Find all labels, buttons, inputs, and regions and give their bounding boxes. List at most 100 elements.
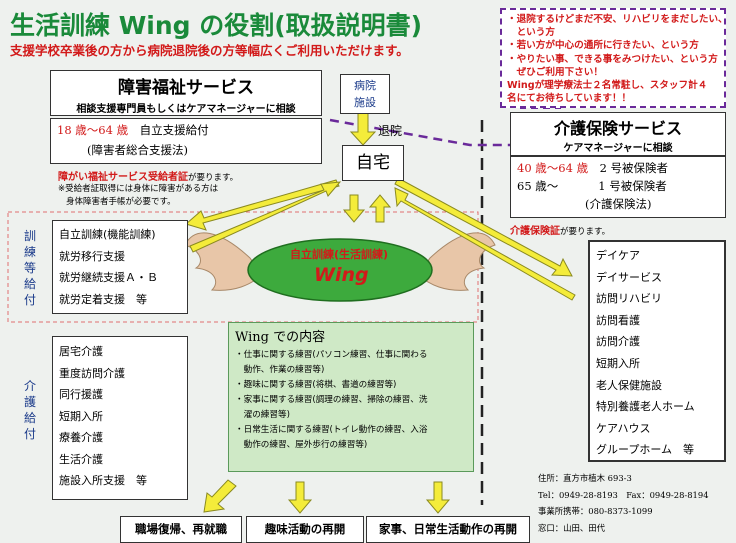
contact-window: 窓口：山田、田代 [538,522,605,533]
hospital-line: 病院 [354,79,376,92]
right-wing-shape [417,232,496,291]
care-law: (介護保険法) [585,197,652,211]
discharge-label: 退院 [378,124,403,138]
arrow-up-home [368,194,392,223]
label-char: 付 [23,293,36,307]
list-item: グループホーム 等 [596,443,695,457]
care-row1-type: 2 号被保険者 [599,161,669,175]
outcome-label: 職場復帰、再就職 [135,522,227,536]
care-cert-suffix: が要ります。 [560,227,611,237]
arrow-hospital-home [349,111,377,146]
label-char: 練 [23,245,36,259]
list-item: 同行援護 [59,388,103,401]
care-row1-age: 40 歳～64 歳 [517,161,589,175]
list-item: 療養介護 [59,431,103,444]
page-subtitle: 支援学校卒業後の方から病院退院後の方等幅広くご利用いただけます。 [10,43,409,58]
list-item: 訪問リハビリ [596,292,662,306]
note-line: ・やりたい事、できる事をみつけたい、という方 [507,53,718,65]
care-list-box: 居宅介護 重度訪問介護 同行援護 短期入所 療養介護 生活介護 施設入所支援 等 [52,336,188,500]
list-item: 重度訪問介護 [59,366,125,380]
note-line: という方 [507,27,555,39]
contents-item: 濯の練習等) [235,410,290,420]
care-row2-type: 1 号被保険者 [598,179,667,193]
list-item: デイケア [596,249,640,262]
list-item: 生活介護 [59,452,103,466]
arrow-home-care [394,177,573,277]
training-benefit-label: 訓 練 等 給 付 [22,228,38,308]
contact-info: 住所：直方市植木 693-3 Tel：0949-28-8193 Fax：0949… [538,470,709,536]
list-item: デイサービス [596,270,662,284]
arrow-outcome-2 [287,481,313,514]
care-insurance-title: 介護保険サービス [553,119,682,138]
care-services-box: デイケア デイサービス 訪問リハビリ 訪問看護 訪問介護 短期入所 老人保健施設… [588,240,726,462]
contents-item: ・家事に関する練習(調理の練習、掃除の練習、洗 [235,395,428,405]
contents-item: 動作、作業の練習等) [235,365,325,375]
welfare-subtitle: 相談支援専門員もしくはケアマネージャーに相談 [76,104,296,115]
welfare-note-2: 身体障害者手帳が必要です。 [66,197,176,207]
note-box: ・退院するけどまだ不安、リハビリをまだしたい、 という方 ・若い方が中心の通所に… [500,8,726,108]
list-item: 就労継続支援Ａ・Ｂ [59,271,158,284]
arrow-training-home [189,181,342,253]
welfare-detail-box: 18 歳～64 歳 自立支援給付 (障害者総合支援法) [50,118,322,164]
contact-tel: Tel：0949-28-8193 Fax：0949-28-8194 [538,489,709,500]
label-char: 給 [23,277,36,291]
contents-title: Wing での内容 [235,330,326,345]
label-char: 等 [23,261,36,275]
list-item: 訪問介護 [596,335,640,349]
training-list-box: 自立訓練(機能訓練) 就労移行支援 就労継続支援Ａ・Ｂ 就労定着支援 等 [52,220,188,314]
list-item: 施設入所支援 等 [59,474,147,487]
list-item: 居宅介護 [59,345,103,358]
home-label: 自宅 [356,153,390,173]
care-cert: 介護保険証 [510,226,560,237]
list-item: 特別養護老人ホーム [596,400,695,414]
welfare-cert-line: 障がい福祉サービス受給者証が要ります。 [58,168,238,183]
list-item: 自立訓練(機能訓練) [59,228,156,241]
welfare-age: 18 歳～64 歳 [57,123,129,137]
outcome-label: 趣味活動の再開 [264,522,346,536]
welfare-cert: 障がい福祉サービス受給者証 [58,172,188,183]
note-line: 名にてお待ちしています！！ [507,93,632,105]
note-line: ぜひご利用下さい！ [507,66,603,78]
care-insurance-detail-box: 40 歳～64 歳 2 号被保険者 65 歳～ 1 号被保険者 (介護保険法) [510,156,726,218]
label-char: 給 [23,411,36,425]
outcome-box-2: 趣味活動の再開 [246,516,364,543]
arrow-home-training [184,179,340,231]
facility-line: 施設 [354,96,376,109]
wing-contents-box: Wing での内容 ・仕事に関する練習(パソコン練習、仕事に関わる 動作、作業の… [228,322,474,472]
care-benefit-label: 介 護 給 付 [22,378,38,442]
arrow-care-home [394,187,576,301]
discharge-connector [329,118,510,147]
note-line: ・退院するけどまだ不安、リハビリをまだしたい、 [507,14,726,25]
care-row2-age: 65 歳～ [517,179,559,193]
list-item: 訪問看護 [596,313,640,327]
label-char: 介 [23,379,36,393]
hospital-box: 病院 施設 [340,74,390,114]
care-insurance-subtitle: ケアマネージャーに相談 [563,143,673,154]
arrow-outcome-1 [203,479,237,513]
outcome-label: 家事、日常生活動作の再開 [379,522,517,536]
care-insurance-title-box: 介護保険サービス ケアマネージャーに相談 [510,112,726,156]
outcome-box-1: 職場復帰、再就職 [120,516,242,543]
welfare-title: 障害福祉サービス [118,78,254,98]
welfare-title-box: 障害福祉サービス 相談支援専門員もしくはケアマネージャーに相談 [50,70,322,116]
welfare-benefit: 自立支援給付 [139,123,209,137]
list-item: 短期入所 [596,356,640,370]
contents-item: 動作の練習、屋外歩行の練習等) [235,440,368,450]
care-cert-line: 介護保険証が要ります。 [510,222,610,237]
outcome-box-3: 家事、日常生活動作の再開 [366,516,530,543]
welfare-note-1: ※受給者証取得には身体に障害がある方は [58,184,219,194]
welfare-law: (障害者総合支援法) [87,143,188,157]
label-char: 付 [23,427,36,441]
home-box: 自宅 [342,145,404,181]
contact-address: 住所：直方市植木 693-3 [538,473,632,483]
list-item: 就労移行支援 [59,249,125,263]
arrow-home-down [342,194,366,223]
contents-item: ・趣味に関する練習(将棋、書道の練習等) [235,380,397,390]
ellipse-label: 自立訓練(生活訓練) [290,248,389,261]
ellipse-wing-name: Wing [314,264,369,286]
wing-ellipse [247,238,433,302]
list-item: 短期入所 [59,409,103,423]
list-item: ケアハウス [596,421,651,435]
arrow-outcome-3 [425,481,451,514]
